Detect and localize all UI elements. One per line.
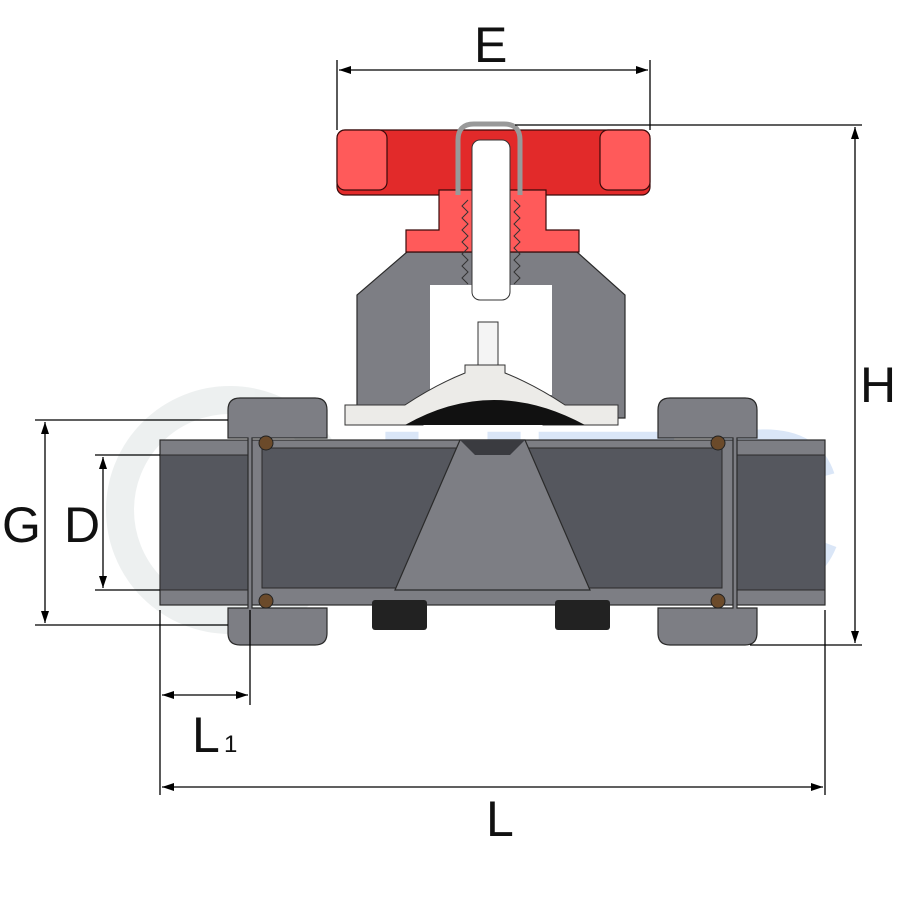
valve-body xyxy=(159,439,826,630)
dimension-label-d: D xyxy=(64,497,100,553)
union-nut-right xyxy=(657,397,758,646)
dimension-label-l1-subscript: 1 xyxy=(224,731,237,758)
bonnet xyxy=(356,251,626,419)
dimension-label-g: G xyxy=(2,497,41,553)
diaphragm xyxy=(344,364,619,426)
handwheel xyxy=(336,121,651,301)
dimension-label-e: E xyxy=(474,17,507,73)
dimension-label-h: H xyxy=(860,357,896,413)
dimension-lines xyxy=(35,60,862,795)
dimension-label-l1: L xyxy=(192,707,220,763)
union-nut-left xyxy=(227,397,328,646)
dimension-label-l: L xyxy=(486,791,514,847)
